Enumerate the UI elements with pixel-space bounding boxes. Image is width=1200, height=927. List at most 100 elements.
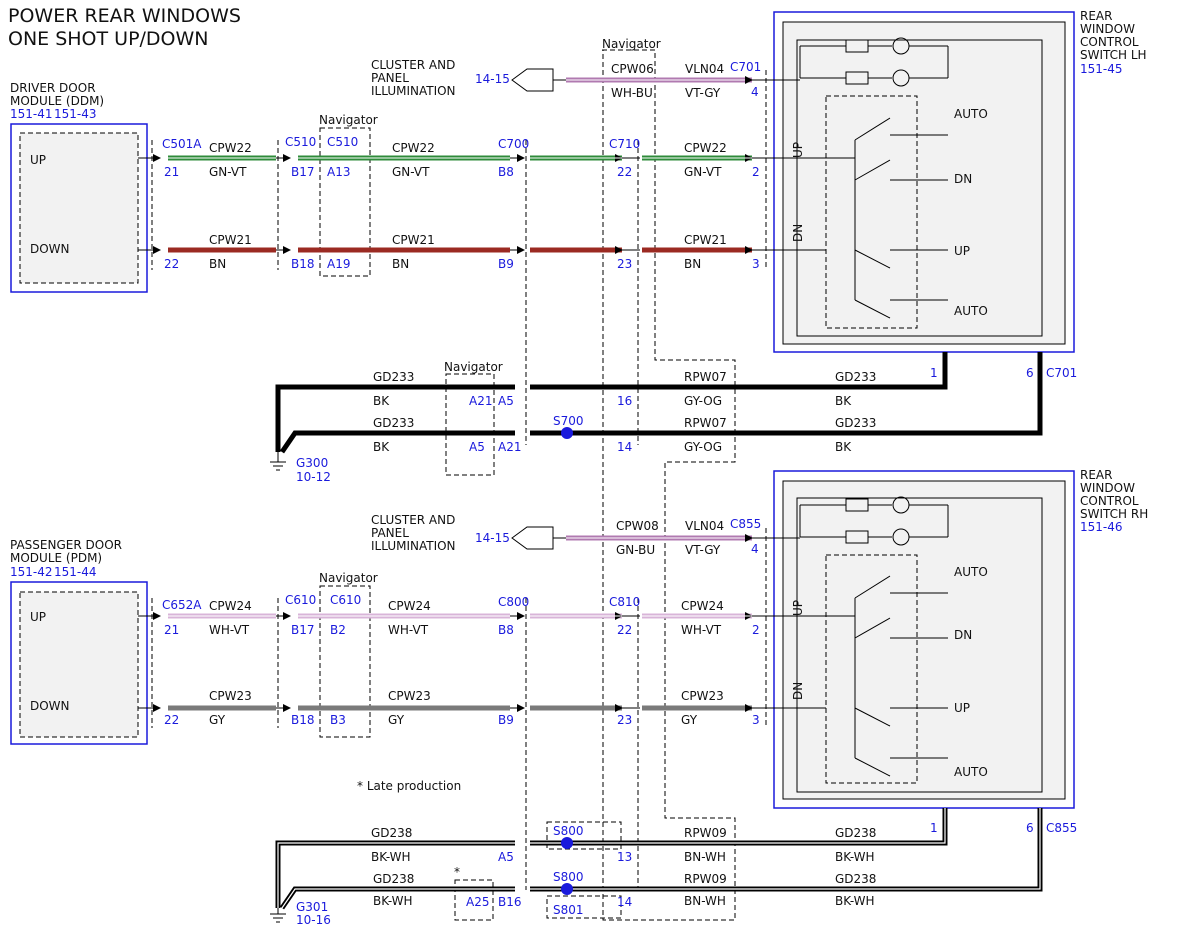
illum-color1-top: WH-BU: [611, 86, 653, 100]
cluster-l3-bot: ILLUMINATION: [371, 539, 456, 553]
bot-up-p6: 2: [752, 623, 760, 637]
passenger-door-module: PASSENGER DOOR MODULE (PDM) 151-42 151-4…: [10, 538, 148, 745]
illum-connector-top: C701: [730, 60, 761, 74]
ddm-up-label: UP: [30, 153, 46, 167]
bot-g2-circ2: RPW09: [684, 872, 727, 886]
top-g1-col2: GY-OG: [684, 394, 722, 408]
ddm-ref2: 151-43: [54, 107, 97, 121]
bot-up-p3: B2: [330, 623, 346, 637]
bot-up-circ2: CPW24: [388, 599, 431, 613]
top-up-c2: C510: [285, 135, 316, 149]
navigator-boxes-top: [319, 49, 736, 921]
top-up-p3: A13: [327, 165, 350, 179]
top-down-circ1: CPW21: [209, 233, 252, 247]
bot-g2-col1: BK-WH: [373, 894, 413, 908]
title-line2: ONE SHOT UP/DOWN: [8, 28, 209, 50]
bot-up-c2: C610: [285, 593, 316, 607]
rh-switch-name1: REAR: [1080, 468, 1112, 482]
rh-side-up: UP: [791, 600, 805, 616]
bot-up-circ1: CPW24: [209, 599, 252, 613]
lh-side-up: UP: [791, 142, 805, 158]
bot-g1-col2: BN-WH: [684, 850, 726, 864]
rh-switch-ref: 151-46: [1080, 520, 1123, 534]
rh-up: UP: [954, 701, 970, 715]
bot-g1-circ3: GD238: [835, 826, 876, 840]
lh-switch-name4: SWITCH LH: [1080, 48, 1147, 62]
top-sw-pin2: 6: [1026, 366, 1034, 380]
top-g2-pin: A21: [498, 440, 521, 454]
top-sw-pin1: 1: [930, 366, 938, 380]
bot-g2-splice2: S801: [553, 903, 584, 917]
bot-up-col3: WH-VT: [681, 623, 722, 637]
bot-down-p4: B9: [498, 713, 514, 727]
top-g2-col3: BK: [835, 440, 852, 454]
bot-down-col2: GY: [388, 713, 405, 727]
top-up-circ2: CPW22: [392, 141, 435, 155]
bot-up-c3: C610: [330, 593, 361, 607]
bot-g1-col1: BK-WH: [371, 850, 411, 864]
pdm-name2: MODULE (PDM): [10, 551, 102, 565]
bot-g2-navpin: A25: [466, 895, 489, 909]
illum-circuit1-top: CPW06: [611, 62, 654, 76]
top-down-col1: BN: [209, 257, 226, 271]
bot-g1-circ1: GD238: [371, 826, 412, 840]
bot-g2-splice: S800: [553, 870, 584, 884]
top-g2-pin2: 14: [617, 440, 632, 454]
bot-g1-circ2: RPW09: [684, 826, 727, 840]
lh-switch-name2: WINDOW: [1080, 22, 1135, 36]
cluster-l1-top: CLUSTER AND: [371, 58, 455, 72]
illum-color1-bot: GN-BU: [616, 543, 655, 557]
rh-switch-name3: CONTROL: [1080, 494, 1139, 508]
top-g1-pin: A5: [498, 394, 514, 408]
bot-up-p5: 22: [617, 623, 632, 637]
navigator-label-4: Navigator: [319, 571, 378, 585]
lh-switch-ref: 151-45: [1080, 62, 1123, 76]
rh-side-dn: DN: [791, 682, 805, 700]
bot-sw-pin2: 6: [1026, 821, 1034, 835]
bot-g2-circ3: GD238: [835, 872, 876, 886]
top-up-col2: GN-VT: [392, 165, 430, 179]
navigator-label-3: Navigator: [444, 360, 503, 374]
top-up-circ1: CPW22: [209, 141, 252, 155]
bot-g2-circ1: GD238: [373, 872, 414, 886]
rh-dn: DN: [954, 628, 972, 642]
cluster-ref-bot: 14-15: [475, 531, 510, 545]
pdm-down-label: DOWN: [30, 699, 70, 713]
top-gnd-ref: 10-12: [296, 470, 331, 484]
cluster-l2-bot: PANEL: [371, 526, 409, 540]
top-down-p4: B9: [498, 257, 514, 271]
bot-g2-col2: BN-WH: [684, 894, 726, 908]
top-down-p1: 22: [164, 257, 179, 271]
top-up-circ3: CPW22: [684, 141, 727, 155]
wire-bottom-down: 22 CPW23 GY B18 B3 CPW23 GY B9 23 CPW23 …: [138, 689, 770, 727]
illum-connector-bot: C855: [730, 517, 761, 531]
top-down-p5: 23: [617, 257, 632, 271]
bot-down-p3: B3: [330, 713, 346, 727]
bot-down-col1: GY: [209, 713, 226, 727]
driver-door-module: DRIVER DOOR MODULE (DDM) 151-41 151-43 U…: [10, 81, 148, 293]
bot-up-c5: C810: [609, 595, 640, 609]
bot-up-col2: WH-VT: [388, 623, 429, 637]
top-down-p3: A19: [327, 257, 350, 271]
ddm-name2: MODULE (DDM): [10, 94, 104, 108]
bot-sw-conn: C855: [1046, 821, 1077, 835]
bot-g2-star: *: [454, 865, 460, 879]
top-g2-circ1: GD233: [373, 416, 414, 430]
bot-g1-col3: BK-WH: [835, 850, 875, 864]
top-g2-col2: GY-OG: [684, 440, 722, 454]
top-down-p6: 3: [752, 257, 760, 271]
top-up-p1: 21: [164, 165, 179, 179]
illum-pin-bot: 4: [751, 542, 759, 556]
late-production-note: * Late production: [357, 779, 461, 793]
top-g1-circ2: RPW07: [684, 370, 727, 384]
top-down-p2: B18: [291, 257, 315, 271]
top-g1-col3: BK: [835, 394, 852, 408]
top-sw-conn: C701: [1046, 366, 1077, 380]
wire-top-up: C501A 21 CPW22 GN-VT C510 B17 C510 A13 C…: [138, 135, 770, 179]
top-g2-col1: BK: [373, 440, 390, 454]
top-gnd: G300: [296, 456, 328, 470]
bot-down-p1: 22: [164, 713, 179, 727]
cluster-illumination-top: CLUSTER AND PANEL ILLUMINATION 14-15 CPW…: [371, 58, 800, 100]
top-g2-circ3: GD233: [835, 416, 876, 430]
